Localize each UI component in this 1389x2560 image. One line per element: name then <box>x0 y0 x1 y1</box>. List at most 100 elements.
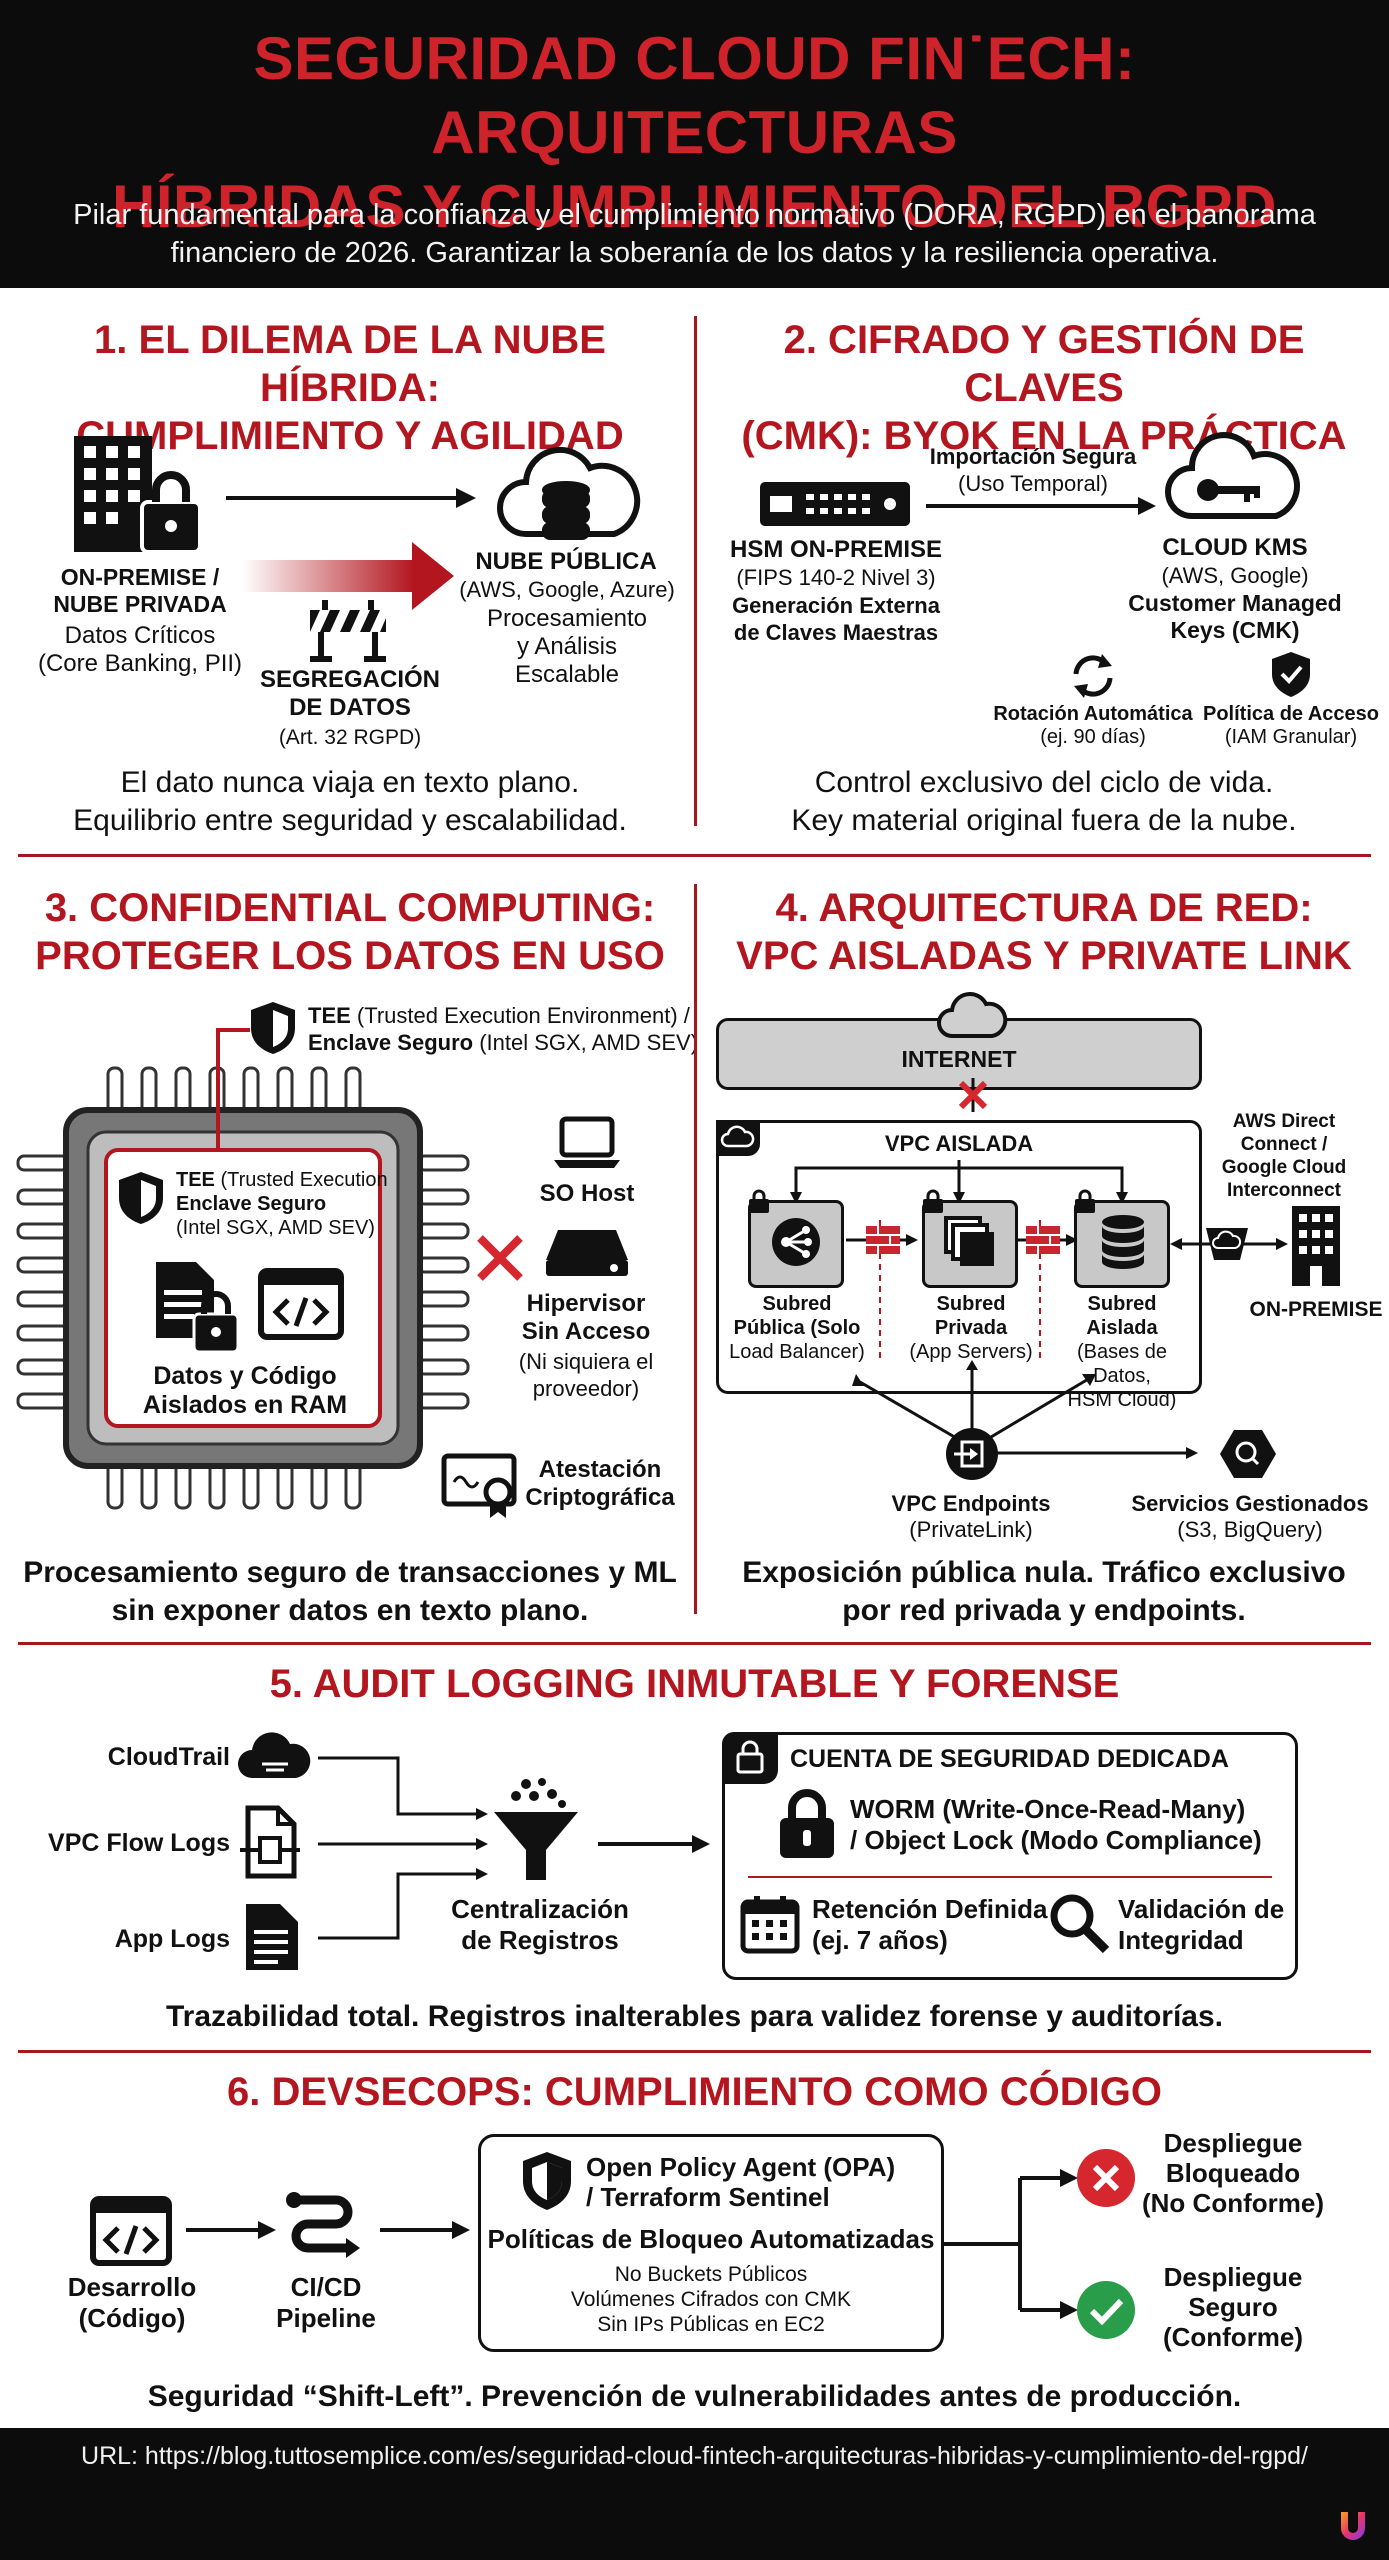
barrier-icon <box>310 600 386 662</box>
tee-in-r2: (Intel SGX, AMD SEV) <box>176 1217 375 1239</box>
building-lock-icon <box>74 436 202 554</box>
arrow-right-icon <box>186 2221 276 2239</box>
iso-line1: Subred <box>1087 1293 1157 1315</box>
funnel-icon <box>494 1778 578 1880</box>
policy-sub: (IAM Granular) <box>1224 726 1358 748</box>
onprem-desc1: Datos Críticos <box>64 622 216 649</box>
data-line1: Datos y Código <box>153 1362 337 1390</box>
branch-connector <box>944 2169 1078 2319</box>
seg-line1: SEGREGACIÓN <box>259 666 441 693</box>
public-desc1: Procesamiento <box>486 605 648 632</box>
iso-line4: HSM Cloud) <box>1067 1389 1177 1411</box>
rotation-sub: (ej. 90 días) <box>1040 726 1146 748</box>
vpc-flow-logs-label: VPC Flow Logs <box>48 1829 230 1857</box>
subtitle-line-2: financiero de 2026. Garantizar la sobera… <box>170 237 1219 269</box>
section-4-title-line1: 4. ARQUITECTURA DE RED: <box>775 886 1313 930</box>
laptop-icon <box>554 1116 620 1168</box>
ci-line2: Pipeline <box>276 2303 376 2333</box>
policy-box-title: Políticas de Bloqueo Automatizadas <box>487 2224 935 2254</box>
shield-icon <box>119 1172 163 1224</box>
direct-line4: Interconnect <box>1226 1180 1342 1201</box>
direct-line3: Google Cloud <box>1221 1157 1347 1178</box>
shield-check-icon <box>1272 652 1310 697</box>
document-icon <box>246 1904 298 1970</box>
firewall-icon <box>866 1226 900 1254</box>
section-2-title: 2. CIFRADO Y GESTIÓN DE CLAVES (CMK): BY… <box>704 316 1384 460</box>
policy-title: Política de Acceso <box>1203 703 1379 725</box>
import-line2: (Uso Temporal) <box>958 471 1108 496</box>
footer-bar <box>0 2428 1389 2560</box>
tee-in-b2: Enclave Seguro <box>176 1193 327 1215</box>
arrow-right-icon <box>598 1835 710 1853</box>
tee-top-b1: TEE <box>308 1003 351 1028</box>
validation-label: Validación de Integridad <box>1118 1894 1288 1956</box>
pub-line2: Pública (Solo <box>733 1317 861 1339</box>
error-icon <box>1077 2149 1135 2207</box>
s1-caption-line1: El dato nunca viaja en texto plano. <box>120 766 580 799</box>
title-line-2: HÍBRIDAS Y CUMPLIMIENTO DEL RGPD <box>111 173 1278 240</box>
brand-logo-icon <box>1341 2512 1365 2540</box>
policy-rule-3: Sin IPs Públicas en EC2 <box>597 2313 825 2336</box>
s2-caption-line1: Control exclusivo del ciclo de vida. <box>814 766 1274 799</box>
ok-line1: Despliegue <box>1163 2262 1303 2292</box>
lock-icon <box>749 1189 769 1213</box>
hsm-desc1: Generación Externa <box>732 593 940 618</box>
pub-line1: Subred <box>762 1293 832 1315</box>
divider-horizontal-2 <box>18 1642 1371 1645</box>
building-icon <box>1292 1206 1340 1286</box>
tee-inner-label: TEE (Trusted Execution Enclave Seguro (I… <box>176 1168 388 1240</box>
section-1-title-line2: CUMPLIMIENTO Y AGILIDAD <box>76 414 624 458</box>
section-2-title-line1: 2. CIFRADO Y GESTIÓN DE CLAVES <box>783 318 1305 410</box>
ret-line2: (ej. 7 años) <box>812 1925 948 1955</box>
retention-label: Retención Definida (ej. 7 años) <box>812 1894 1062 1956</box>
section-2-caption: Control exclusivo del ciclo de vida. Key… <box>704 764 1384 840</box>
import-label: Importación Segura (Uso Temporal) <box>918 443 1148 497</box>
hsm-desc2: de Claves Maestras <box>733 620 939 645</box>
deploy-blocked-label: Despliegue Bloqueado (No Conforme) <box>1140 2128 1326 2218</box>
title-line-1: SEGURIDAD CLOUD FIN˙ECH: ARQUITECTURAS <box>253 25 1136 166</box>
section-4-title: 4. ARQUITECTURA DE RED: VPC AISLADAS Y P… <box>704 884 1384 980</box>
divider-horizontal-3 <box>18 2050 1371 2053</box>
public-cloud-sub: (AWS, Google, Azure) <box>459 577 675 602</box>
seg-line2: DE DATOS <box>289 694 411 721</box>
connector-line <box>216 1028 250 1148</box>
deploy-ok-label: Despliegue Seguro (Conforme) <box>1140 2262 1326 2352</box>
s3-caption-line1: Procesamiento seguro de transacciones y … <box>23 1556 677 1589</box>
hyp-line1: Hipervisor <box>526 1290 646 1317</box>
cloud-icon <box>238 1732 311 1778</box>
ci-cd-label: CI/CD Pipeline <box>246 2272 406 2334</box>
att-line1: Atestación <box>538 1456 662 1483</box>
segregation-sub: (Art. 32 RGPD) <box>278 726 422 749</box>
load-balancer-icon <box>772 1218 820 1266</box>
cpu-chip-icon <box>16 1066 470 1510</box>
account-divider <box>748 1876 1272 1878</box>
tee-top-r2: (Intel SGX, AMD SEV) <box>473 1030 699 1055</box>
hypervisor-device-icon <box>546 1230 628 1276</box>
onprem-label: ON-PREMISE <box>1249 1298 1383 1321</box>
cloud-key-icon <box>1165 432 1300 519</box>
worm-line2: / Object Lock (Modo Compliance) <box>850 1825 1262 1855</box>
development-label: Desarrollo (Código) <box>50 2272 214 2334</box>
worm-label: WORM (Write-Once-Read-Many) / Object Loc… <box>850 1794 1290 1856</box>
padlock-icon <box>780 1789 834 1858</box>
ok-line2: Seguro <box>1188 2292 1278 2322</box>
tee-in-r1: (Trusted Execution <box>214 1169 388 1191</box>
arrow-right-icon <box>226 488 476 508</box>
att-line2: Criptográfica <box>525 1484 675 1511</box>
central-line2: de Registros <box>461 1925 619 1955</box>
page-subtitle: Pilar fundamental para la confianza y el… <box>20 196 1369 272</box>
section-5-caption: Trazabilidad total. Registros inalterabl… <box>165 2000 1223 2033</box>
document-lock-icon <box>156 1262 240 1354</box>
tee-top-label: TEE (Trusted Execution Environment) / En… <box>308 1002 698 1056</box>
so-host-label: SO Host <box>539 1180 635 1207</box>
attestation-label: Atestación Criptográfica <box>520 1456 680 1512</box>
iso-line3: (Bases de Datos, <box>1076 1341 1168 1387</box>
shield-icon <box>251 1002 295 1054</box>
direct-connect-label: AWS Direct Connect / Google Cloud Interc… <box>1204 1110 1364 1202</box>
section-1-caption: El dato nunca viaja en texto plano. Equi… <box>10 764 690 840</box>
private-subnet-label: Subred Privada <box>900 1292 1042 1340</box>
success-icon <box>1077 2281 1135 2339</box>
priv-line2: Privada <box>934 1317 1008 1339</box>
onprem-line1: ON-PREMISE / <box>60 564 220 590</box>
footer-url[interactable]: URL: https://blog.tuttosemplice.com/es/s… <box>81 2442 1308 2470</box>
